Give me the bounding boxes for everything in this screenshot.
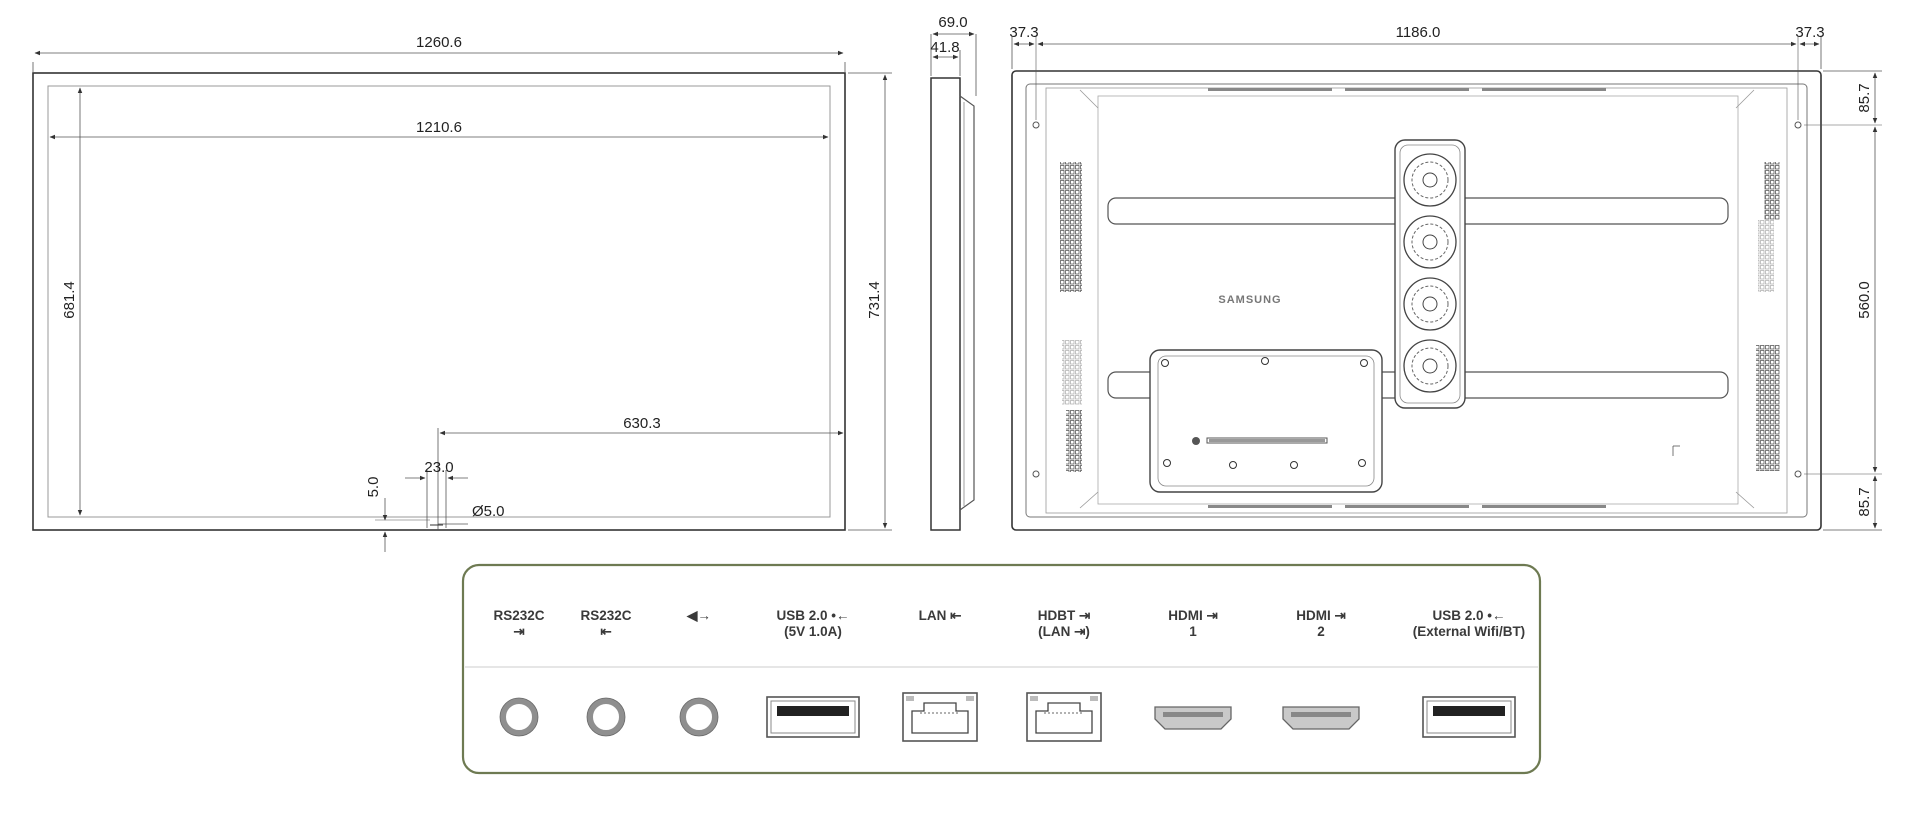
port-panel-frame [461, 563, 1542, 775]
dim-bottom-offset-label: 85.7 [1856, 487, 1873, 516]
fan-icon [1403, 339, 1457, 393]
port-6: HDBT ⇥(LAN ⇥) [1026, 608, 1102, 742]
vesa-hole [1032, 121, 1040, 129]
usb-a-icon [766, 696, 860, 738]
vent-grid [1066, 410, 1082, 472]
vesa-hole [1794, 470, 1802, 478]
port-7: HDMI ⇥1 [1154, 608, 1232, 730]
port-label-line2: (LAN ⇥) [1038, 624, 1090, 639]
port-4: USB 2.0 •←(5V 1.0A) [766, 608, 860, 738]
dim-height-outer-label: 731.4 [866, 281, 883, 319]
vesa-hole [1794, 121, 1802, 129]
port-label-line1: LAN ⇤ [919, 608, 962, 623]
port-list: RS232C⇥ RS232C⇤ ◀→ USB 2.0 •←(5V 1.0A) L… [493, 608, 1525, 742]
side-view: 69.0 41.8 [930, 14, 977, 531]
hdmi-icon [1154, 706, 1232, 730]
dim-width-inner-label: 1210.6 [416, 119, 462, 136]
port-panel: RS232C⇥ RS232C⇤ ◀→ USB 2.0 •←(5V 1.0A) L… [461, 563, 1542, 775]
port-label-line1: HDMI ⇥ [1168, 608, 1218, 623]
audio-jack-icon [586, 697, 626, 737]
port-label-line1: HDMI ⇥ [1296, 608, 1346, 623]
front-bezel-outline [32, 72, 846, 531]
port-5: LAN ⇤ [902, 608, 978, 742]
back-view: SAMSUNG 37.3 1186.0 37.3 [1009, 24, 1882, 531]
port-label-line2: 2 [1317, 624, 1325, 639]
connector-box [1149, 349, 1383, 493]
port-label-line1: RS232C [493, 608, 544, 623]
dim-vesa-width-label: 1186.0 [1396, 24, 1441, 41]
port-3: ◀→ [679, 608, 719, 737]
dim-notch-depth-label: 5.0 [365, 477, 382, 498]
back-outline [1011, 70, 1822, 531]
port-label-line2: (5V 1.0A) [784, 624, 842, 639]
dim-depth-body-label: 41.8 [930, 39, 959, 56]
dim-width-outer-label: 1260.6 [416, 34, 462, 51]
fan-icon [1403, 215, 1457, 269]
front-screen-outline [47, 85, 831, 518]
hdmi-icon [1282, 706, 1360, 730]
dim-margin-right-label: 37.3 [1795, 24, 1824, 41]
dim-vesa-height-label: 560.0 [1856, 281, 1873, 319]
vesa-hole [1032, 470, 1040, 478]
vent-grid [1758, 220, 1774, 292]
port-label-line2: (External Wifi/BT) [1413, 624, 1525, 639]
audio-out-icon [679, 697, 719, 737]
vent-grid [1060, 162, 1082, 292]
side-back-bulge [959, 95, 975, 511]
rj45-icon [902, 692, 978, 742]
dim-hole-label: Ø5.0 [472, 503, 505, 520]
brand-logo: SAMSUNG [1218, 294, 1281, 306]
front-view: 1260.6 1210.6 681.4 731.4 630.3 23.0 5.0… [32, 34, 892, 552]
rj45-icon [1026, 692, 1102, 742]
port-8: HDMI ⇥2 [1282, 608, 1360, 730]
port-label-line2: ⇤ [600, 624, 612, 639]
dim-offset-label: 630.3 [623, 415, 661, 432]
dim-notch-label: 23.0 [424, 459, 453, 476]
port-label-line1: RS232C [580, 608, 631, 623]
port-9: USB 2.0 •←(External Wifi/BT) [1413, 608, 1525, 738]
fan-module [1394, 139, 1466, 409]
fan-icon [1403, 277, 1457, 331]
port-label-line1: USB 2.0 •← [1433, 608, 1506, 623]
port-label-line2: ⇥ [513, 624, 525, 639]
dim-top-offset-label: 85.7 [1856, 83, 1873, 112]
vent-grid [1764, 162, 1780, 220]
port-label-line2: 1 [1189, 624, 1197, 639]
dim-depth-total-label: 69.0 [938, 14, 967, 31]
port-label-line1: USB 2.0 •← [777, 608, 850, 623]
usb-a-icon [1422, 696, 1516, 738]
port-1: RS232C⇥ [493, 608, 545, 737]
port-label-line1: ◀→ [686, 608, 711, 623]
port-label-line1: HDBT ⇥ [1038, 608, 1091, 623]
vent-grid [1062, 340, 1082, 405]
dim-height-inner-label: 681.4 [61, 281, 78, 319]
audio-jack-icon [499, 697, 539, 737]
vent-grid [1756, 345, 1780, 471]
port-2: RS232C⇤ [580, 608, 632, 737]
dim-margin-left-label: 37.3 [1009, 24, 1038, 41]
fan-icon [1403, 153, 1457, 207]
side-body [930, 77, 961, 531]
